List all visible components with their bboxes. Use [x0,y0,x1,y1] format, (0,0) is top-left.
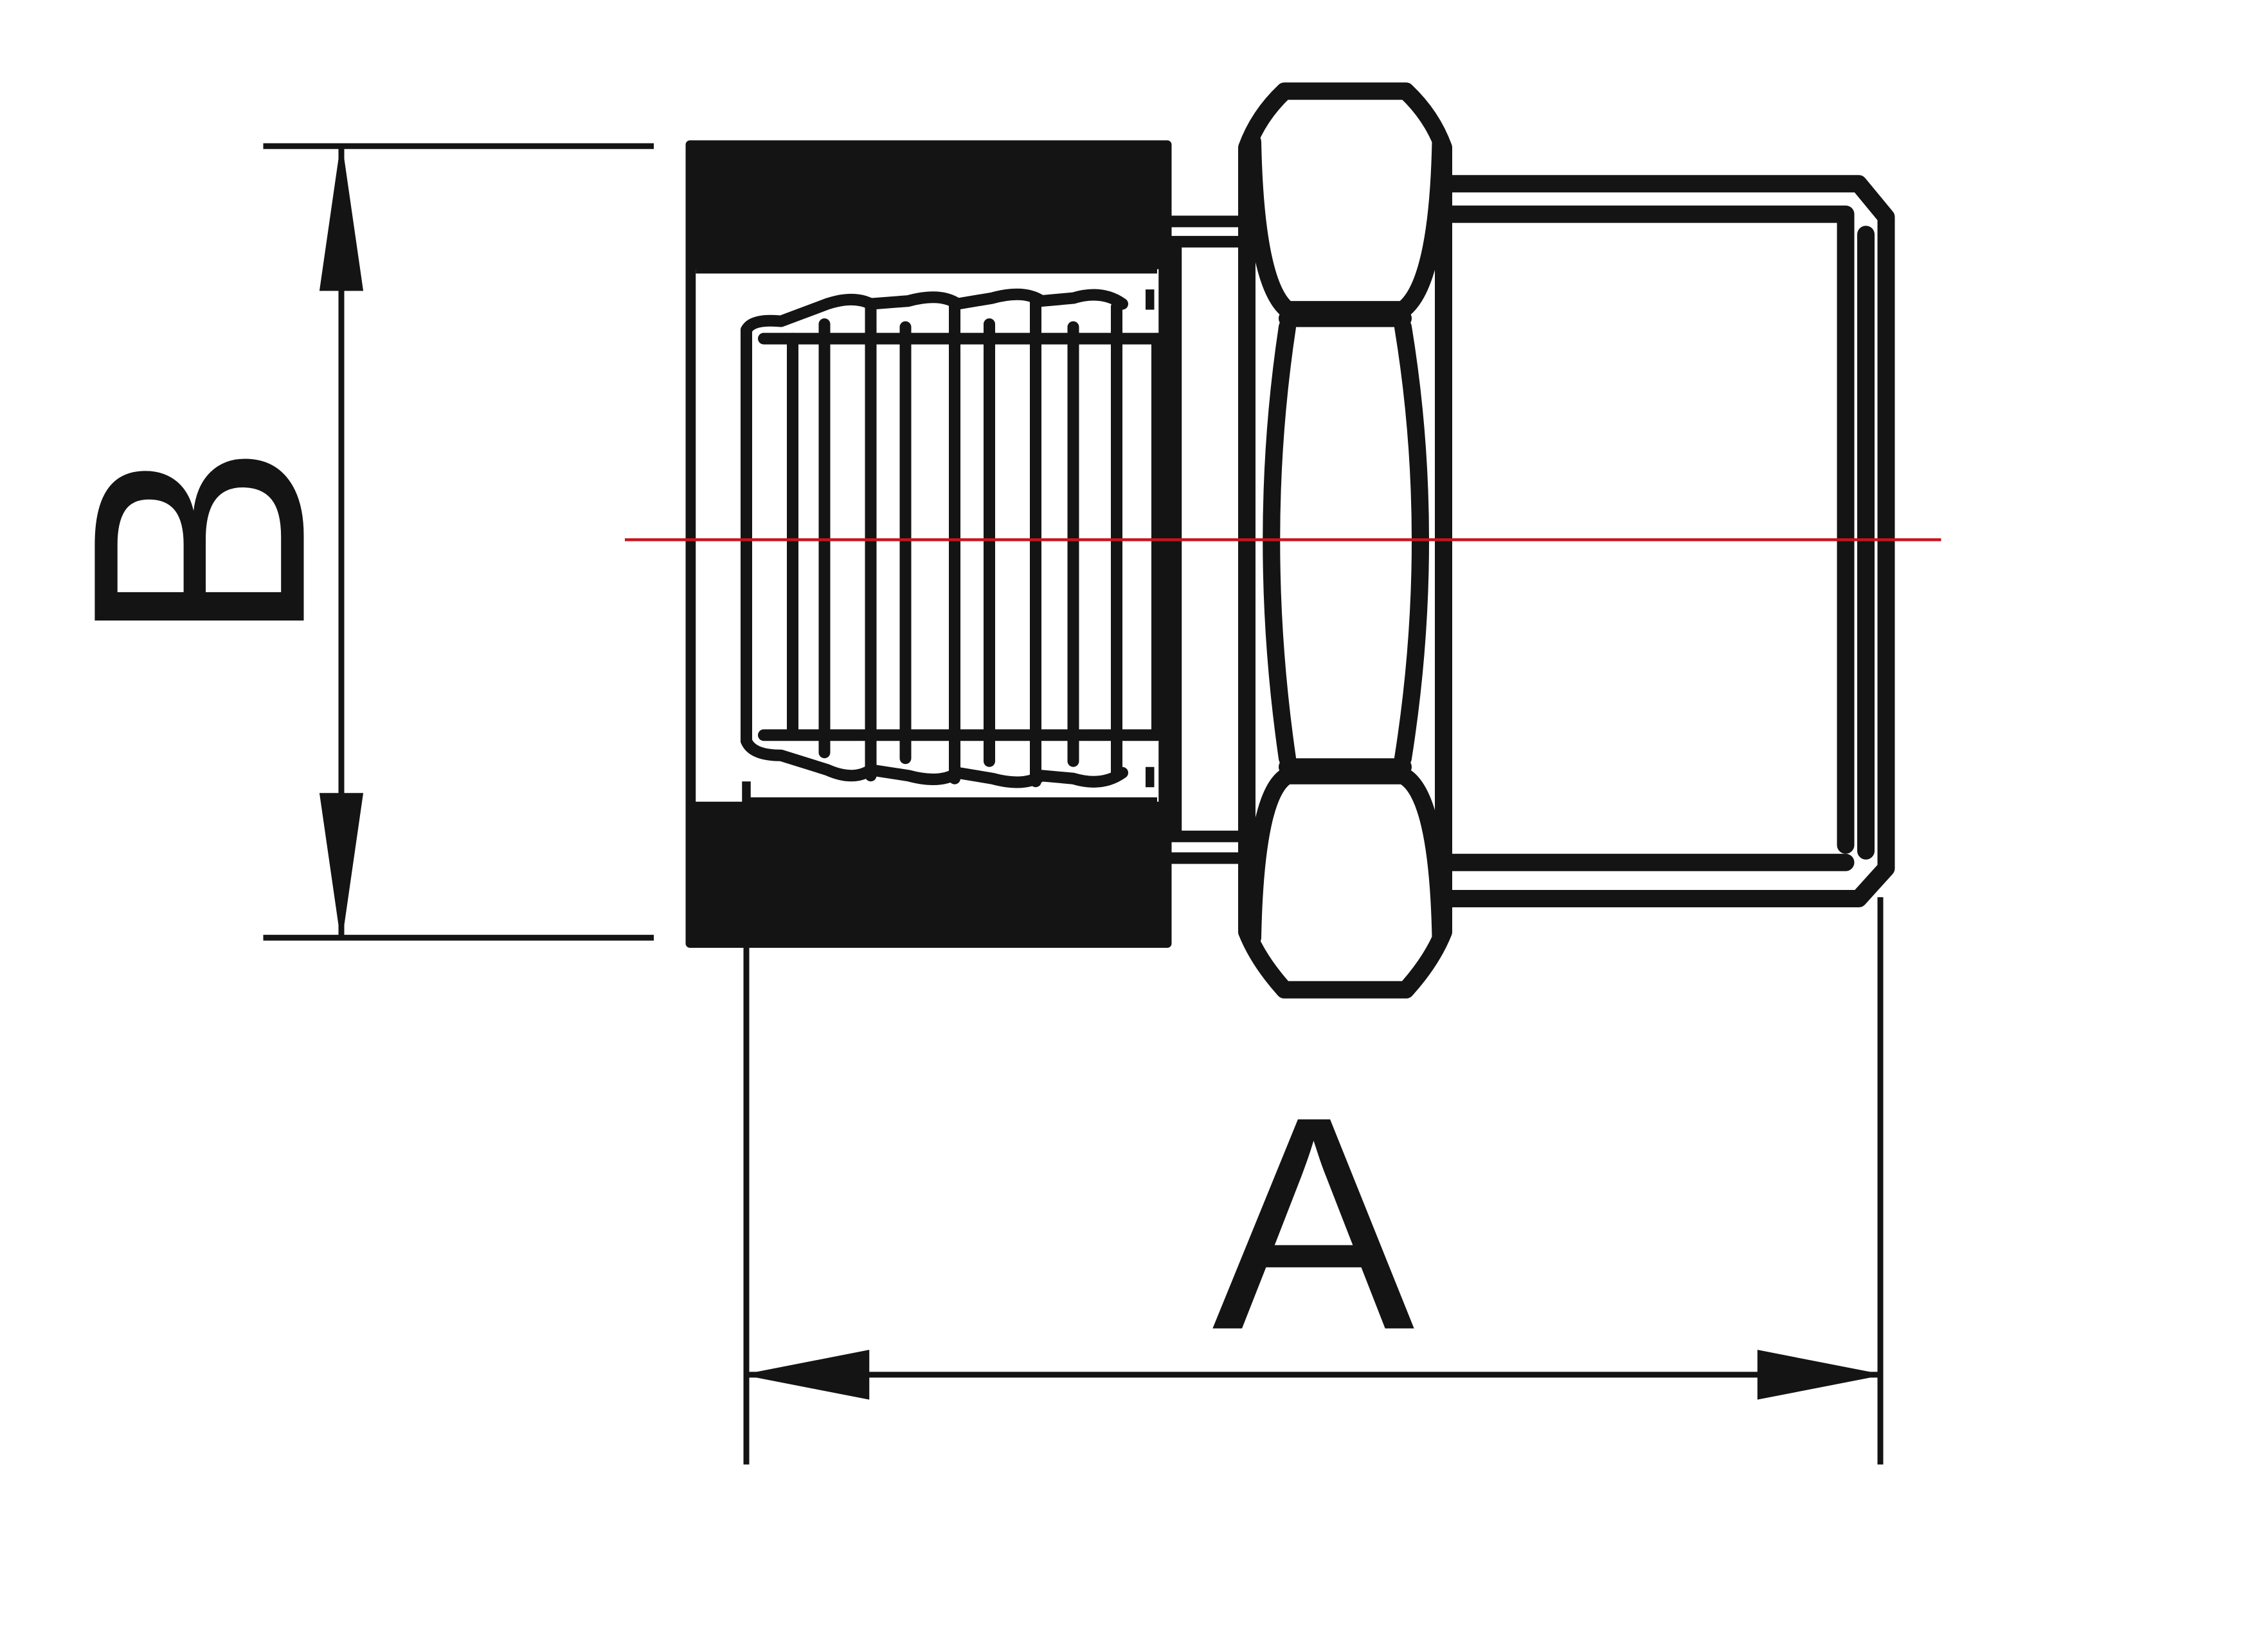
male-end-outline [1435,175,1895,908]
dimension-b-arrow-top [319,149,364,291]
dimension-a-arrow-left [749,1350,870,1400]
dimension-a [743,897,1884,1465]
female-body-inner-bore [696,269,1159,802]
dimension-b-label: B [30,443,369,646]
male-threaded-end [1435,175,1895,908]
dimension-a-arrow-right [1757,1350,1878,1400]
hex-face-middle [1263,318,1429,767]
male-end-inner-top [1435,205,1855,854]
internal-thread [741,288,1163,788]
thread-crest-profile-top [741,288,1128,336]
hex-outline [1238,82,1452,999]
hex-face-top [1244,133,1450,319]
female-bore-chamfer-marks [742,289,1155,811]
neck-top-edge [1167,215,1247,248]
dimension-b [263,143,654,941]
thread-crest-profile-bottom [741,735,1128,788]
dimension-b-arrow-bottom [319,793,364,936]
dimension-a-label: A [1212,1054,1416,1393]
female-threaded-body [685,140,1172,948]
neck-bottom-edge [1167,830,1247,864]
hex-face-bottom [1244,766,1450,947]
